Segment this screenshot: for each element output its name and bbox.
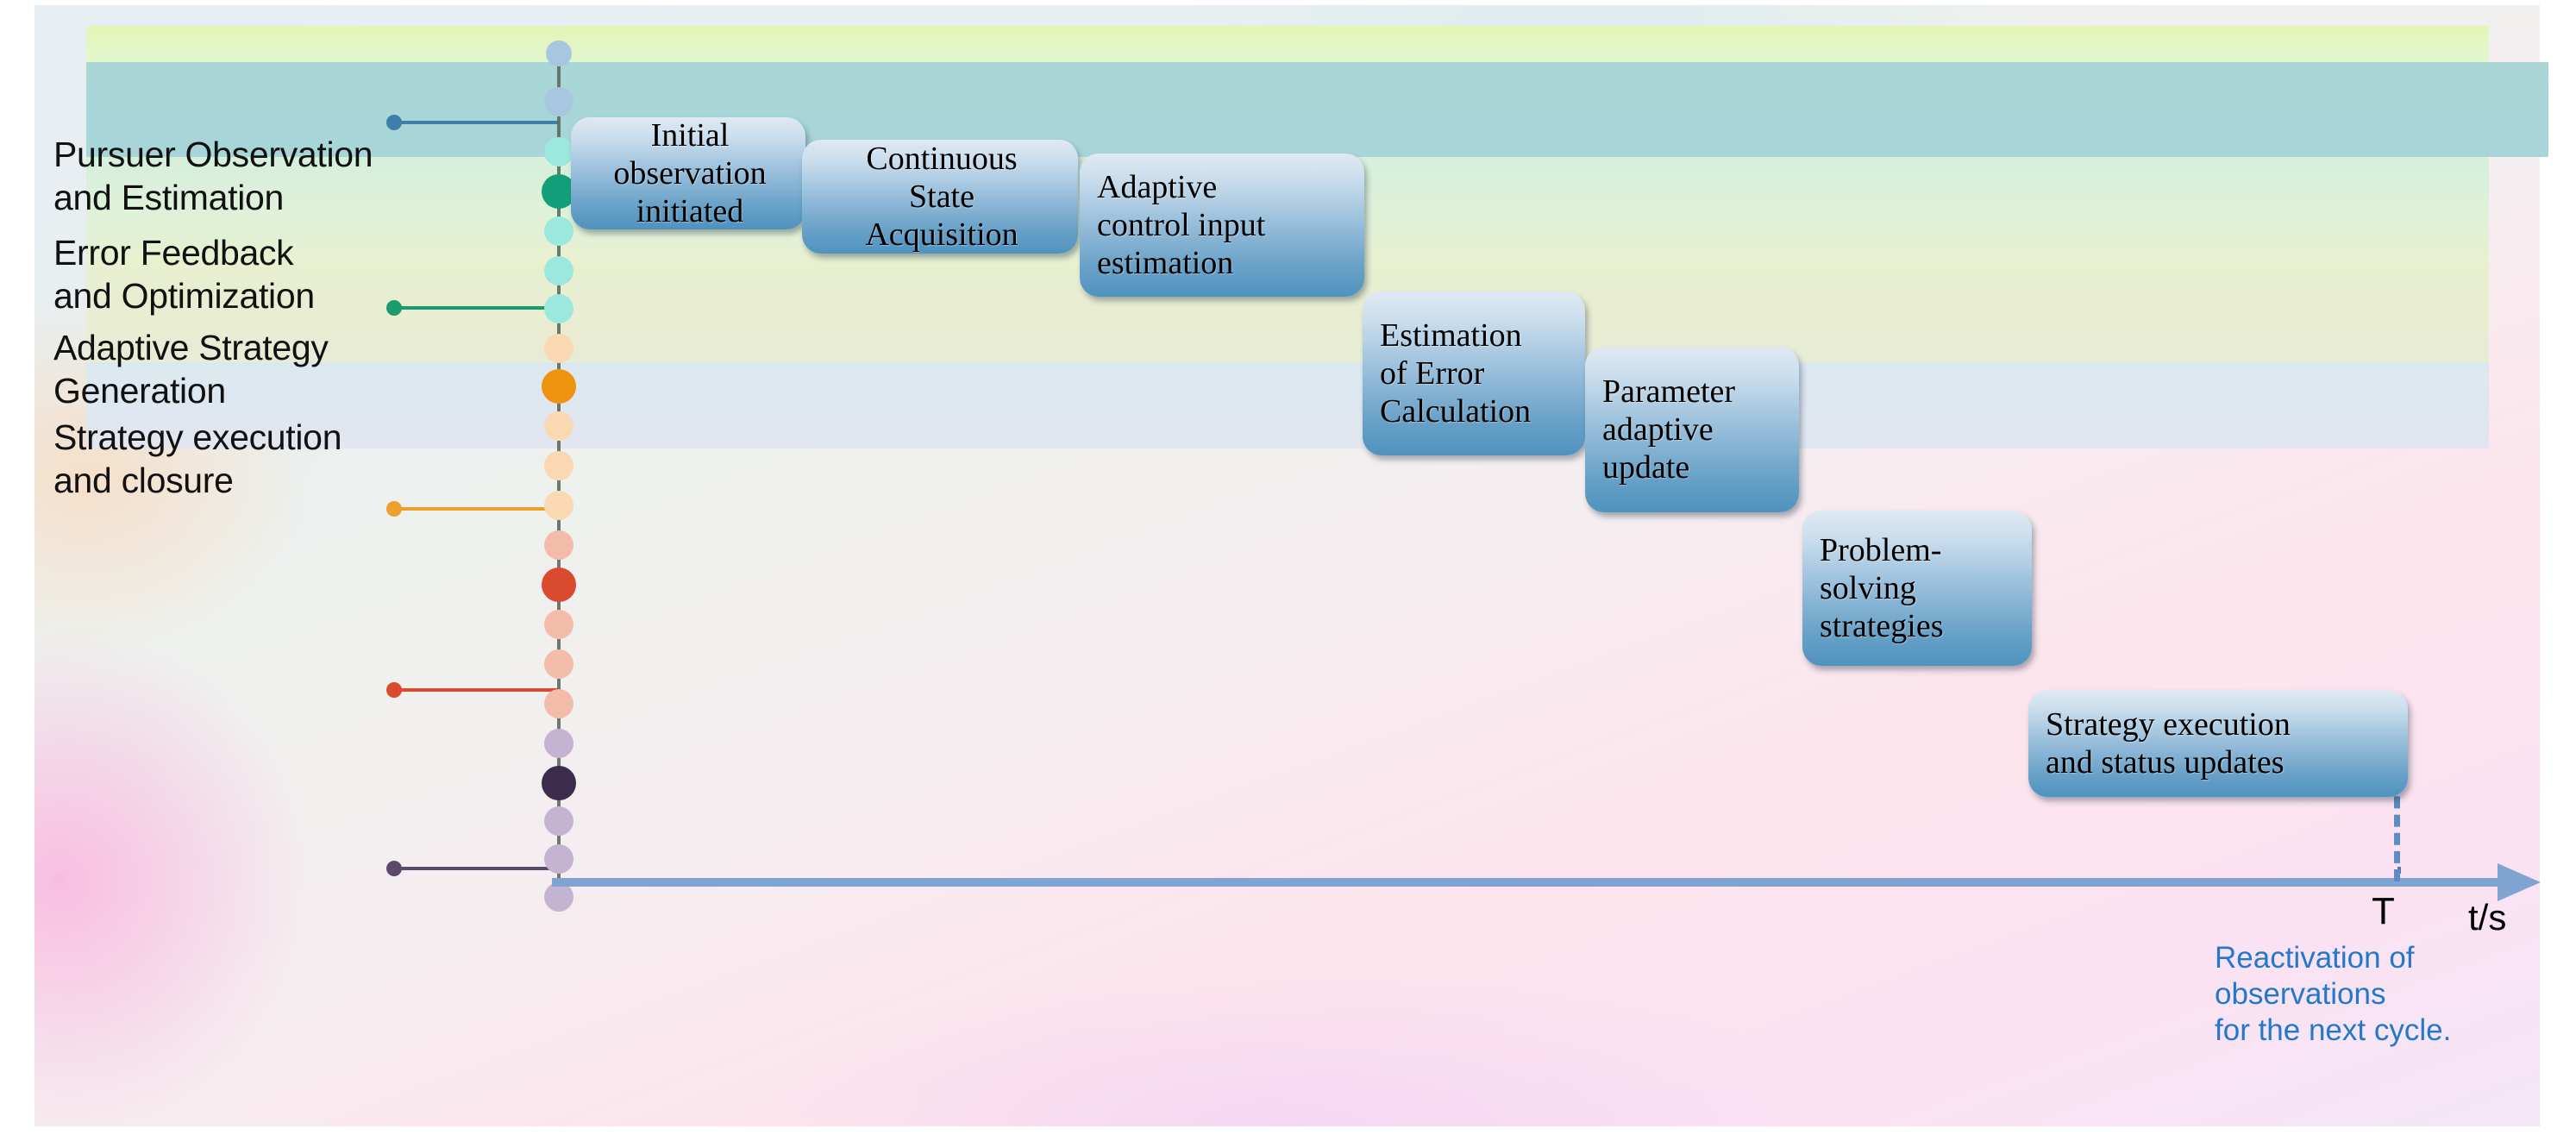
dot-orange-pale-3: [544, 451, 573, 480]
dot-teal-pale-4: [544, 294, 573, 323]
connector-observation-start-endpoint-dot: [386, 115, 402, 130]
row-label-pursuer-observation-and-estimation: Pursuer Observation and Estimation: [53, 135, 373, 217]
dot-red-pale-2: [544, 610, 573, 639]
time-axis-arrowhead-icon: [2498, 863, 2541, 901]
axis-label-T: T: [2372, 890, 2395, 932]
connector-closure-endpoint-dot: [386, 861, 402, 876]
connector-strategy: [394, 688, 559, 692]
dot-orange-pale-1: [544, 334, 573, 363]
dashed-marker-line-T: [2394, 742, 2400, 881]
dot-teal-pale-1: [544, 137, 573, 166]
connector-feedback-endpoint-dot: [386, 501, 402, 517]
connector-strategy-endpoint-dot: [386, 682, 402, 698]
task-parameter-adaptive-update[interactable]: Parameter adaptive update: [1585, 347, 1799, 512]
dot-teal-pale-3: [544, 256, 573, 285]
connector-closure: [394, 867, 559, 870]
dot-purple-pale-3: [544, 844, 573, 874]
row-label-error-feedback-and-optimization: Error Feedback and Optimization: [53, 233, 315, 316]
dot-purple-pale-1: [544, 729, 573, 758]
dot-red-main: [542, 568, 576, 602]
dot-teal-pale-2: [544, 216, 573, 246]
dot-purple-pale-2: [544, 806, 573, 836]
dot-orange-pale-4: [544, 491, 573, 520]
connector-observation-end: [394, 306, 559, 310]
dot-red-pale-3: [544, 649, 573, 679]
dot-purple-main: [542, 766, 576, 800]
task-estimation-of-error-calculation[interactable]: Estimation of Error Calculation: [1363, 292, 1585, 455]
band-row-strategy-execution: [86, 362, 2489, 448]
task-problem-solving-strategies[interactable]: Problem- solving strategies: [1802, 511, 2032, 666]
connector-observation-start: [394, 121, 559, 124]
connector-observation-end-endpoint-dot: [386, 300, 402, 316]
dot-orange-pale-2: [544, 411, 573, 441]
time-axis-line: [552, 878, 2501, 887]
dot-orange-main: [542, 369, 576, 404]
row-label-strategy-execution-and-closure: Strategy execution and closure: [53, 417, 342, 500]
task-strategy-execution-and-status-updates[interactable]: Strategy execution and status updates: [2028, 690, 2408, 797]
axis-label-units: t/s: [2468, 897, 2507, 937]
dot-cap-top: [546, 41, 572, 66]
dot-red-pale-4: [544, 689, 573, 718]
dot-blue-1: [544, 87, 573, 116]
task-continuous-state-acquisition[interactable]: Continuous State Acquisition: [802, 140, 1078, 254]
task-adaptive-control-input-estimation[interactable]: Adaptive control input estimation: [1080, 154, 1364, 297]
connector-feedback: [394, 507, 559, 511]
row-label-adaptive-strategy-generation: Adaptive Strategy Generation: [53, 328, 329, 411]
band-row-pursuer-observation: [86, 62, 2548, 157]
task-initial-observation-initiated[interactable]: Initial observation initiated: [571, 117, 805, 229]
annotation-reactivation-note: Reactivation of observations for the nex…: [2215, 941, 2452, 1047]
dot-teal-main: [542, 174, 576, 209]
dot-purple-pale-4: [544, 882, 573, 912]
band-header-strip: [86, 26, 2489, 62]
dot-red-pale-1: [544, 530, 573, 560]
